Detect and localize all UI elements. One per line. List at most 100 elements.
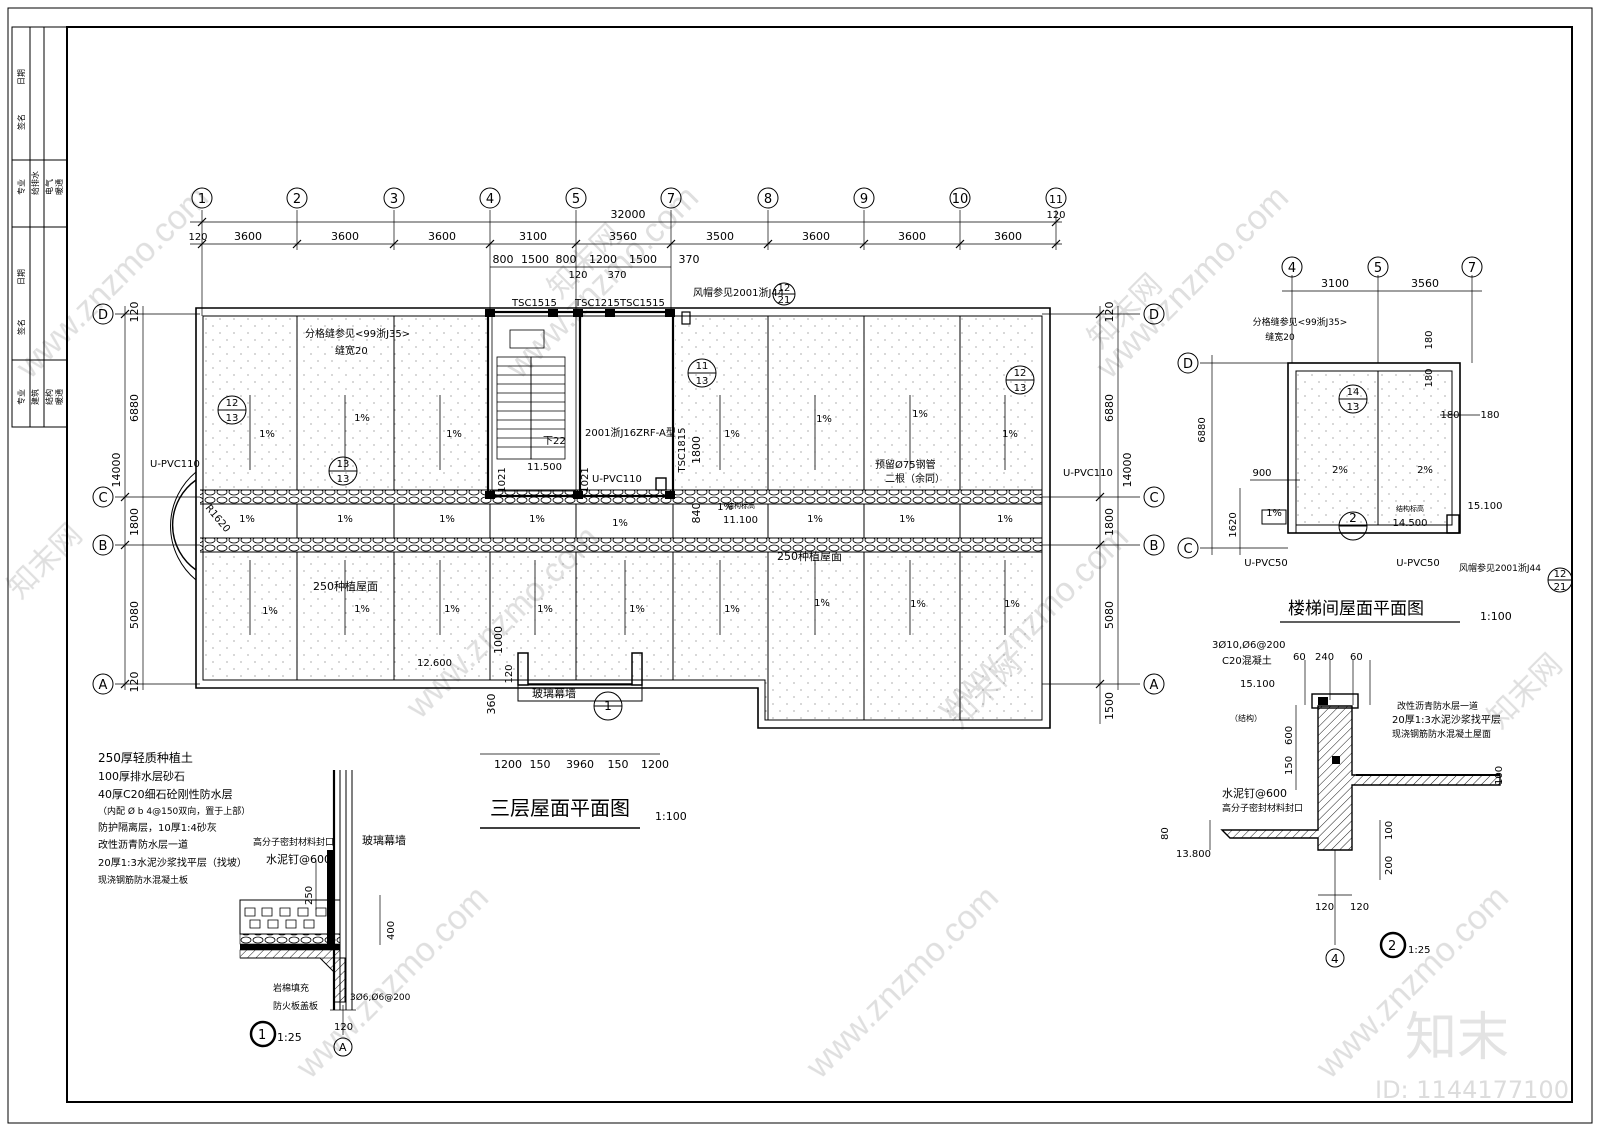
dim-left: 6880 [128, 394, 141, 422]
axis-row-label: A [99, 678, 108, 693]
dim-span: 3500 [706, 230, 734, 243]
ref-detail: 1 [604, 699, 612, 713]
layer: （内配 Ø b 4@150双向，置于上部） [98, 805, 250, 817]
seal-note: 高分子密封材料封口 [1222, 802, 1303, 814]
watermark: www.znzmo.com [798, 878, 1006, 1086]
tb-label: 专业 [16, 179, 26, 195]
axis-row-label: D [98, 308, 108, 323]
slope: 1% [912, 409, 928, 420]
slope: 1% [444, 604, 460, 615]
slope: 1% [537, 604, 553, 615]
ref-num: 14 [1347, 387, 1360, 398]
struct-elev: 结构标高 [1396, 504, 1424, 513]
slope: 1% [717, 502, 733, 513]
axis-col-label: 3 [390, 192, 398, 207]
dim-total: 32000 [611, 208, 646, 221]
ref-sheet: 13 [226, 413, 239, 424]
dim-6880: 6880 [1197, 417, 1208, 442]
dim-end: 120 [1046, 210, 1065, 221]
joint-note: 分格缝参见<99浙J35> [1253, 316, 1348, 328]
slope: 1% [899, 514, 915, 525]
dim: 120 [1350, 902, 1369, 913]
dim: 120 [334, 1022, 353, 1033]
axis-col-label: 9 [860, 192, 868, 207]
dim-900: 900 [1252, 468, 1271, 479]
curtain-note: 玻璃幕墙 [362, 833, 406, 847]
curtain-wall-bay [517, 652, 643, 702]
dim-span: 3560 [1411, 277, 1439, 290]
seal-note: 高分子密封材料封口 [253, 836, 334, 848]
tb-label: 专业 [16, 389, 26, 405]
axis-bubbles [92, 187, 1165, 695]
dim-right: 6880 [1103, 394, 1116, 422]
slope: 1% [239, 514, 255, 525]
dim: 200 [1384, 856, 1395, 875]
slope-labels: 1% 1% 1% 1% 1% 1% 1% 1% 1% 1% 1% 1% 1% 1… [239, 409, 1020, 617]
layer: 改性沥青防水层一道 [1397, 700, 1478, 712]
slope: 1% [629, 604, 645, 615]
tb-label: 暖通 [54, 389, 64, 405]
tb-label: 日期 [17, 69, 26, 85]
concrete-note: C20混凝土 [1222, 654, 1272, 667]
elevation: 11.100 [723, 515, 758, 526]
dim-left: 120 [128, 302, 141, 323]
pipe-label: U-PVC110 [150, 459, 200, 470]
dim-span: 3600 [428, 230, 456, 243]
tb-label: 结构 [44, 389, 54, 405]
axis-col-label: 11 [1049, 193, 1063, 206]
hatch-note: 2001浙J16ZRF-A型 [585, 426, 676, 439]
slope: 1% [1004, 599, 1020, 610]
vent-note: 风帽参见2001浙J44 [693, 286, 784, 299]
dim-stair: 370 [679, 253, 700, 266]
slope: 1% [816, 414, 832, 425]
dim-stair: 1200 [589, 253, 617, 266]
dim-180: 180 [1424, 330, 1435, 349]
dim-misc: 1800 [690, 436, 703, 464]
watermark: www.znzmo.com [1088, 178, 1296, 386]
slope: 1% [997, 514, 1013, 525]
stair-roof-scale: 1:100 [1480, 610, 1512, 623]
dimension-texts: 32000 120 120 3600 3600 3600 3100 3560 3… [188, 208, 1065, 771]
logo: 知末 [1405, 1008, 1509, 1068]
ref-sheet: 13 [1347, 402, 1360, 413]
axis-col-label: 7 [1468, 261, 1476, 276]
dim-misc: 1000 [492, 626, 505, 654]
dim: 400 [386, 921, 397, 940]
slope: 1% [724, 604, 740, 615]
joint-note: 分格缝参见<99浙J35> [305, 327, 410, 340]
dim-right: 1500 [1103, 692, 1116, 720]
detail-scale: 1:25 [1408, 945, 1430, 956]
watermark: www.znzmo.com [498, 178, 706, 386]
ref-num: 12 [226, 398, 239, 409]
dim-misc: 840 [690, 503, 703, 524]
axis-col-label: 5 [572, 192, 580, 207]
plan-scale: 1:100 [655, 810, 687, 823]
door-label: 1021 [580, 467, 591, 492]
axis-col-label: 4 [1288, 261, 1296, 276]
dim-left: 5080 [128, 601, 141, 629]
ref-sheet: 13 [337, 474, 350, 485]
dim: 120 [1315, 902, 1334, 913]
dim-stair: 800 [493, 253, 514, 266]
layer: 100厚排水层砂石 [98, 769, 185, 783]
slope: 1% [259, 429, 275, 440]
watermark: www.znzmo.com [288, 878, 496, 1086]
dim-misc: 120 [504, 664, 515, 683]
ref-detail: 2 [1349, 511, 1357, 525]
slope: 1% [337, 514, 353, 525]
slope: 1% [724, 429, 740, 440]
detail-1-labels: 250厚轻质种植土 100厚排水层砂石 40厚C20细石砼刚性防水层 （内配 Ø… [98, 750, 411, 1054]
tb-label: 给排水 [30, 171, 40, 195]
dim-stair: 1500 [629, 253, 657, 266]
reserve-note: 预留Ø75钢管 [875, 458, 936, 471]
slope: 1% [354, 413, 370, 424]
detail-refs [217, 282, 1035, 721]
watermark-cn: 知末网 [2, 518, 89, 605]
elevation: 15.100 [1468, 501, 1503, 512]
vertical-dimension-texts: 120 6880 1800 5080 120 14000 120 6880 18… [110, 302, 1134, 721]
nail-note: 水泥钉@600 [1222, 787, 1287, 800]
dim: 60 [1350, 652, 1363, 663]
tb-label: 签名 [16, 319, 26, 335]
layer: 防护隔离层，10厚1:4砂灰 [98, 821, 217, 834]
pipe-label: U-PVC50 [1396, 558, 1440, 569]
